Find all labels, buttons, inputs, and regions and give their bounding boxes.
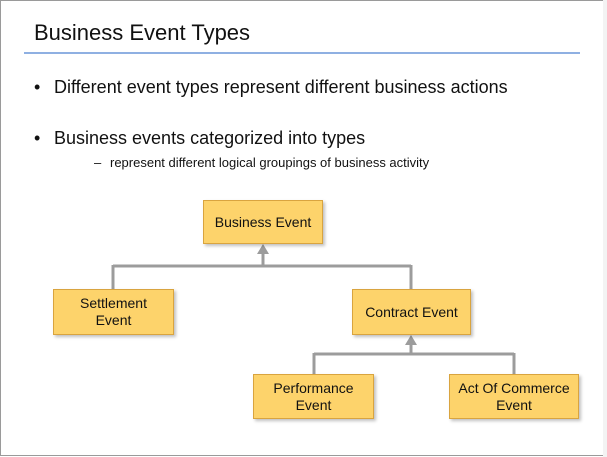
title-underline bbox=[24, 52, 580, 54]
node-settlement-event: Settlement Event bbox=[53, 289, 174, 335]
window-edge bbox=[603, 0, 607, 457]
node-business-event: Business Event bbox=[203, 200, 323, 244]
bullet-marker: • bbox=[34, 128, 41, 148]
bullet-2-text: Business events categorized into types bbox=[54, 128, 366, 148]
bullet-marker: • bbox=[34, 77, 41, 97]
sub-bullet-marker: – bbox=[94, 155, 102, 170]
bullet-2: • Business events categorized into types bbox=[34, 128, 365, 149]
node-performance-event: Performance Event bbox=[253, 374, 374, 419]
sub-bullet: –represent different logical groupings o… bbox=[94, 155, 429, 170]
bullet-1: • Different event types represent differe… bbox=[34, 77, 508, 98]
inheritance-arrow bbox=[405, 335, 417, 345]
node-contract-event: Contract Event bbox=[352, 289, 471, 335]
sub-bullet-text: represent different logical groupings of… bbox=[110, 155, 430, 170]
bullet-1-text: Different event types represent differen… bbox=[54, 77, 508, 97]
inheritance-arrow bbox=[257, 244, 269, 254]
slide-title: Business Event Types bbox=[34, 20, 251, 45]
node-act-of-commerce-event: Act Of Commerce Event bbox=[449, 374, 579, 419]
